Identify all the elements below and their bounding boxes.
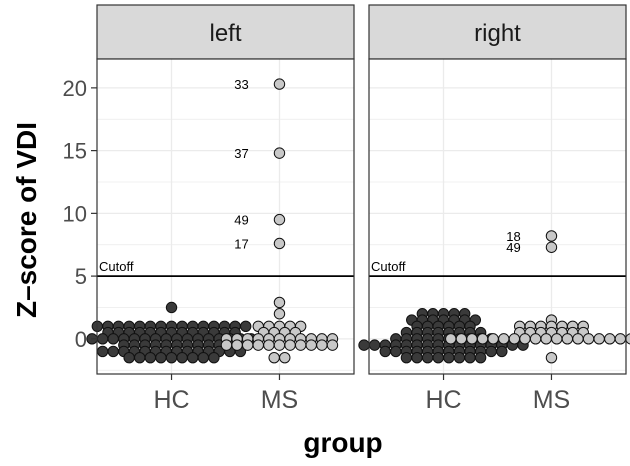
point-annotation: 49 [506,240,520,255]
data-point-hc [421,351,434,364]
y-tick-label: 10 [63,201,87,226]
data-point-ms [279,351,291,364]
data-point-hc [390,345,402,358]
data-point-hc [155,351,167,364]
data-point-ms [498,333,510,345]
data-point-hc [379,345,391,358]
data-point-ms [582,333,595,345]
data-point-hc [240,320,252,333]
data-point-ms [561,333,574,345]
data-point-hc [411,351,423,364]
data-point-hc [400,351,413,364]
data-point-ms [241,339,254,351]
data-point-hc [368,339,381,351]
data-point-ms [572,333,584,345]
data-point-hc [176,351,188,364]
data-point-hc [496,345,508,358]
data-point-ms [445,333,457,345]
data-point-hc [474,351,487,364]
data-point-hc [107,345,119,358]
panel-strip [368,4,627,60]
data-point-hc [96,333,109,345]
data-point-hc [165,351,178,364]
panel-border [368,58,627,375]
data-point-hc [123,351,135,364]
data-point-ms [252,339,264,351]
data-point-ms [593,333,605,345]
data-point-ms [273,308,286,320]
data-point-ms [545,241,558,253]
data-point-ms [614,333,627,345]
data-point-ms [305,339,317,351]
data-point-ms [220,339,233,351]
data-point-ms [545,351,558,364]
data-point-ms [284,339,296,351]
y-axis: 0 5 10 15 20 [63,76,97,352]
data-point-ms [231,339,243,351]
data-point-ms [487,333,499,345]
data-point-ms [273,296,286,309]
data-point-ms [540,333,552,345]
data-point-ms [263,339,275,351]
data-point-hc [432,351,444,364]
data-point-hc [358,339,370,351]
data-point-hc [197,351,210,364]
data-point-hc [165,301,178,314]
data-point-hc [453,351,466,364]
data-point-hc [208,351,220,364]
point-annotation: 37 [234,146,248,161]
data-point-hc [187,351,199,364]
data-point-ms [508,333,521,345]
x-axis-title: group [303,427,382,458]
data-point-ms [455,333,468,345]
data-point-hc [107,333,119,345]
x-tick-label: HC [425,386,461,414]
panel-strip [96,4,355,60]
data-point-ms [273,213,286,226]
y-tick-label: 0 [75,327,87,352]
data-point-ms [294,339,307,351]
x-tick-label: MS [261,386,299,414]
cutoff-label: Cutoff [99,259,134,274]
y-axis-title: Z–score of VDI [11,122,42,318]
cutoff-label: Cutoff [371,259,406,274]
data-point-ms [273,237,286,250]
data-point-ms [273,78,286,90]
data-point-ms [273,339,286,351]
data-point-hc [96,345,109,358]
data-point-ms [604,333,616,345]
data-point-ms [326,339,339,351]
data-point-hc [144,351,157,364]
panel-strip-label: left [209,20,241,47]
y-tick-label: 5 [75,264,87,289]
x-tick-label: HC [153,386,189,414]
point-annotation: 49 [234,213,248,228]
panel-border [96,58,355,375]
data-point-hc [443,351,455,364]
y-tick-label: 15 [63,139,87,164]
data-point-hc [134,351,146,364]
point-annotation: 18 [506,229,520,244]
data-point-ms [273,147,286,159]
data-point-ms [466,333,478,345]
x-tick-label: MS [533,386,571,414]
data-point-hc [485,345,497,358]
data-point-ms [316,339,328,351]
data-point-ms [551,333,563,345]
data-point-ms [519,333,531,345]
data-point-ms [268,351,280,364]
point-annotation: 17 [234,236,248,251]
data-point-ms [476,333,489,345]
point-annotation: 33 [234,77,248,92]
data-point-hc [464,351,476,364]
data-point-ms [529,333,542,345]
data-point-ms [545,230,558,242]
panel-strip-label: right [474,20,521,47]
y-tick-label: 20 [63,76,87,101]
